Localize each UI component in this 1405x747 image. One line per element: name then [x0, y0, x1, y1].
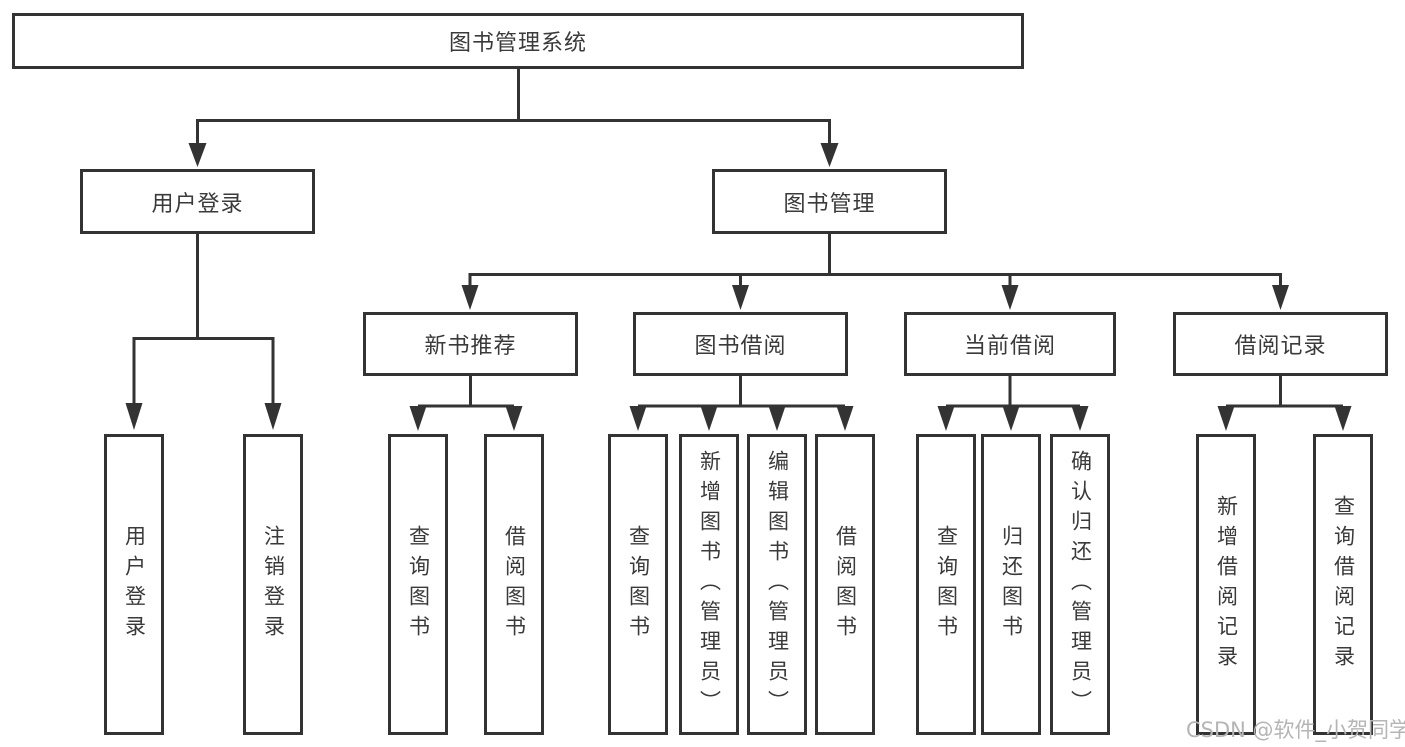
- leaf-borrow-edit-books-admin: 编辑图书（管理员）: [747, 434, 807, 735]
- arrowhead: [461, 285, 479, 310]
- node-root-label: 图书管理系统: [448, 31, 587, 56]
- arrowhead: [1217, 406, 1235, 431]
- leaf-borrow-edit-books-admin-label: 编辑图书（管理员）: [765, 449, 790, 720]
- arrowhead: [409, 406, 427, 431]
- leaf-current-return-books: 归还图书: [981, 434, 1041, 735]
- arrowhead: [264, 403, 282, 430]
- leaf-recommend-query-books: 查询图书: [388, 434, 448, 735]
- leaf-records-query-record-label: 查询借阅记录: [1331, 494, 1356, 675]
- arrowhead: [629, 406, 647, 431]
- node-borrow-records: 借阅记录: [1173, 312, 1388, 376]
- arrowhead: [505, 406, 523, 431]
- leaf-borrow-borrow-books-label: 借阅图书: [833, 524, 858, 645]
- connector-current-borrow-rail: [946, 376, 1080, 408]
- arrowhead: [820, 143, 839, 167]
- leaf-borrow-query-books-label: 查询图书: [626, 524, 651, 645]
- leaf-current-confirm-return-admin: 确认归还（管理员）: [1050, 434, 1110, 735]
- leaf-logout-login-label: 注销登录: [261, 524, 286, 645]
- leaf-logout-login: 注销登录: [243, 434, 303, 735]
- arrowhead: [1071, 406, 1089, 431]
- leaf-borrow-add-books-admin: 新增图书（管理员）: [679, 434, 739, 735]
- leaf-borrow-query-books: 查询图书: [608, 434, 668, 735]
- leaf-user-login-label: 用户登录: [122, 524, 147, 645]
- arrowhead: [768, 406, 786, 431]
- node-root: 图书管理系统: [12, 13, 1024, 69]
- csdn-watermark: CSDN @软件_小贺同学: [1186, 718, 1405, 742]
- connector-book-borrow-rail: [638, 376, 845, 408]
- leaf-records-add-record-label: 新增借阅记录: [1214, 494, 1239, 675]
- leaf-recommend-borrow-books-label: 借阅图书: [502, 524, 527, 645]
- arrowhead: [836, 406, 854, 431]
- node-book-management-label: 图书管理: [783, 191, 876, 217]
- leaf-current-query-books-label: 查询图书: [934, 524, 959, 645]
- leaf-records-query-record: 查询借阅记录: [1313, 434, 1373, 735]
- leaf-recommend-borrow-books: 借阅图书: [484, 434, 544, 735]
- node-current-borrow: 当前借阅: [904, 312, 1116, 376]
- connector-book-management-rail: [468, 273, 1282, 287]
- leaf-records-add-record: 新增借阅记录: [1196, 434, 1256, 735]
- connector-new-book-recommend-rail: [418, 376, 514, 408]
- leaf-recommend-query-books-label: 查询图书: [406, 524, 431, 645]
- arrowhead: [1272, 285, 1289, 310]
- leaf-borrow-add-books-admin-label: 新增图书（管理员）: [697, 449, 722, 720]
- leaf-current-confirm-return-admin-label: 确认归还（管理员）: [1068, 449, 1093, 720]
- leaf-current-return-books-label: 归还图书: [999, 524, 1024, 645]
- arrowhead: [937, 406, 955, 431]
- node-current-borrow-label: 当前借阅: [963, 334, 1056, 359]
- connector-user-login-rail: [132, 337, 275, 404]
- arrowhead: [732, 285, 749, 310]
- arrowhead: [1002, 406, 1020, 431]
- node-book-borrow-label: 图书借阅: [694, 334, 787, 359]
- arrowhead: [1334, 406, 1352, 431]
- arrowhead: [700, 406, 718, 431]
- node-book-borrow: 图书借阅: [633, 312, 848, 376]
- connector-borrow-records-rail: [1226, 376, 1343, 408]
- connector-root-to-level2-rail: [196, 119, 831, 146]
- arrowhead: [1001, 285, 1019, 310]
- leaf-borrow-borrow-books: 借阅图书: [815, 434, 875, 735]
- node-new-book-recommend-label: 新书推荐: [424, 334, 517, 359]
- leaf-user-login: 用户登录: [104, 434, 164, 735]
- node-new-book-recommend: 新书推荐: [363, 312, 578, 376]
- leaf-current-query-books: 查询图书: [916, 434, 976, 735]
- arrowhead: [125, 403, 143, 430]
- node-book-management: 图书管理: [712, 169, 947, 234]
- node-borrow-records-label: 借阅记录: [1234, 334, 1327, 359]
- node-user-login-label: 用户登录: [151, 191, 244, 217]
- node-user-login: 用户登录: [80, 169, 315, 234]
- arrowhead: [188, 143, 207, 167]
- connector-leaf-shafts-user-login: [132, 338, 275, 403]
